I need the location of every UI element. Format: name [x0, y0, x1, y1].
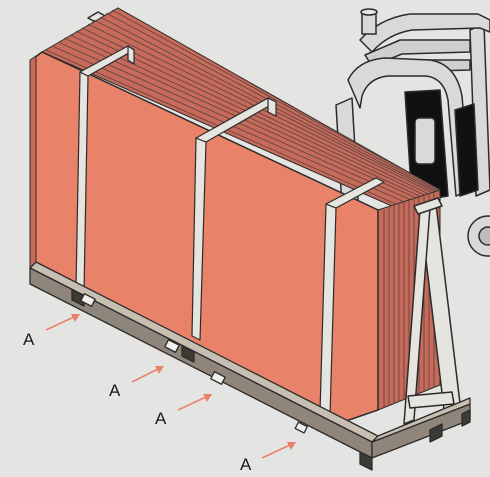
arrow-icon [71, 314, 80, 322]
a-frame-rack-icon [403, 197, 463, 427]
a-frame-cap [413, 197, 443, 215]
callout-label-3: A [155, 409, 167, 428]
pallet-foot-5 [461, 409, 471, 427]
arrow-icon [203, 394, 212, 402]
forklift-arch [347, 57, 471, 197]
pallet-foot-3 [359, 451, 373, 471]
callout-arrow-3 [177, 395, 209, 411]
callout-label-2: A [109, 381, 121, 400]
callout-label-4: A [240, 455, 252, 474]
forklift-cab-dark-2 [454, 103, 479, 197]
callout-label-1: A [23, 330, 35, 349]
strap-3-top [325, 177, 385, 209]
pallet-slot-1 [80, 293, 96, 307]
forklift-handle [414, 117, 436, 165]
pallet-slot-2 [164, 339, 180, 353]
arrow-icon [287, 442, 296, 450]
callout-arrow-1 [45, 315, 77, 331]
pallet-slot-3 [210, 371, 226, 385]
pallet-slot-4 [294, 421, 308, 434]
arrow-icon [155, 366, 164, 374]
strap-1-rear [127, 45, 135, 65]
callout-arrow-4 [261, 443, 293, 459]
callout-group: A A A A [23, 314, 296, 474]
pallet-end-top [371, 397, 471, 443]
callout-arrow-2 [131, 367, 161, 383]
pallet-foot-2 [181, 345, 195, 363]
pallet-foot-4 [429, 423, 443, 443]
forklift-wheel-hub [478, 226, 490, 246]
pallet [29, 261, 471, 471]
forklift-guard-top [359, 13, 490, 53]
strap-group [75, 45, 385, 417]
sheet-front-left-edge [29, 55, 37, 273]
strap-2-rear [267, 97, 277, 117]
pallet-foot-1 [71, 289, 85, 307]
forklift-exhaust-cap [360, 8, 378, 16]
